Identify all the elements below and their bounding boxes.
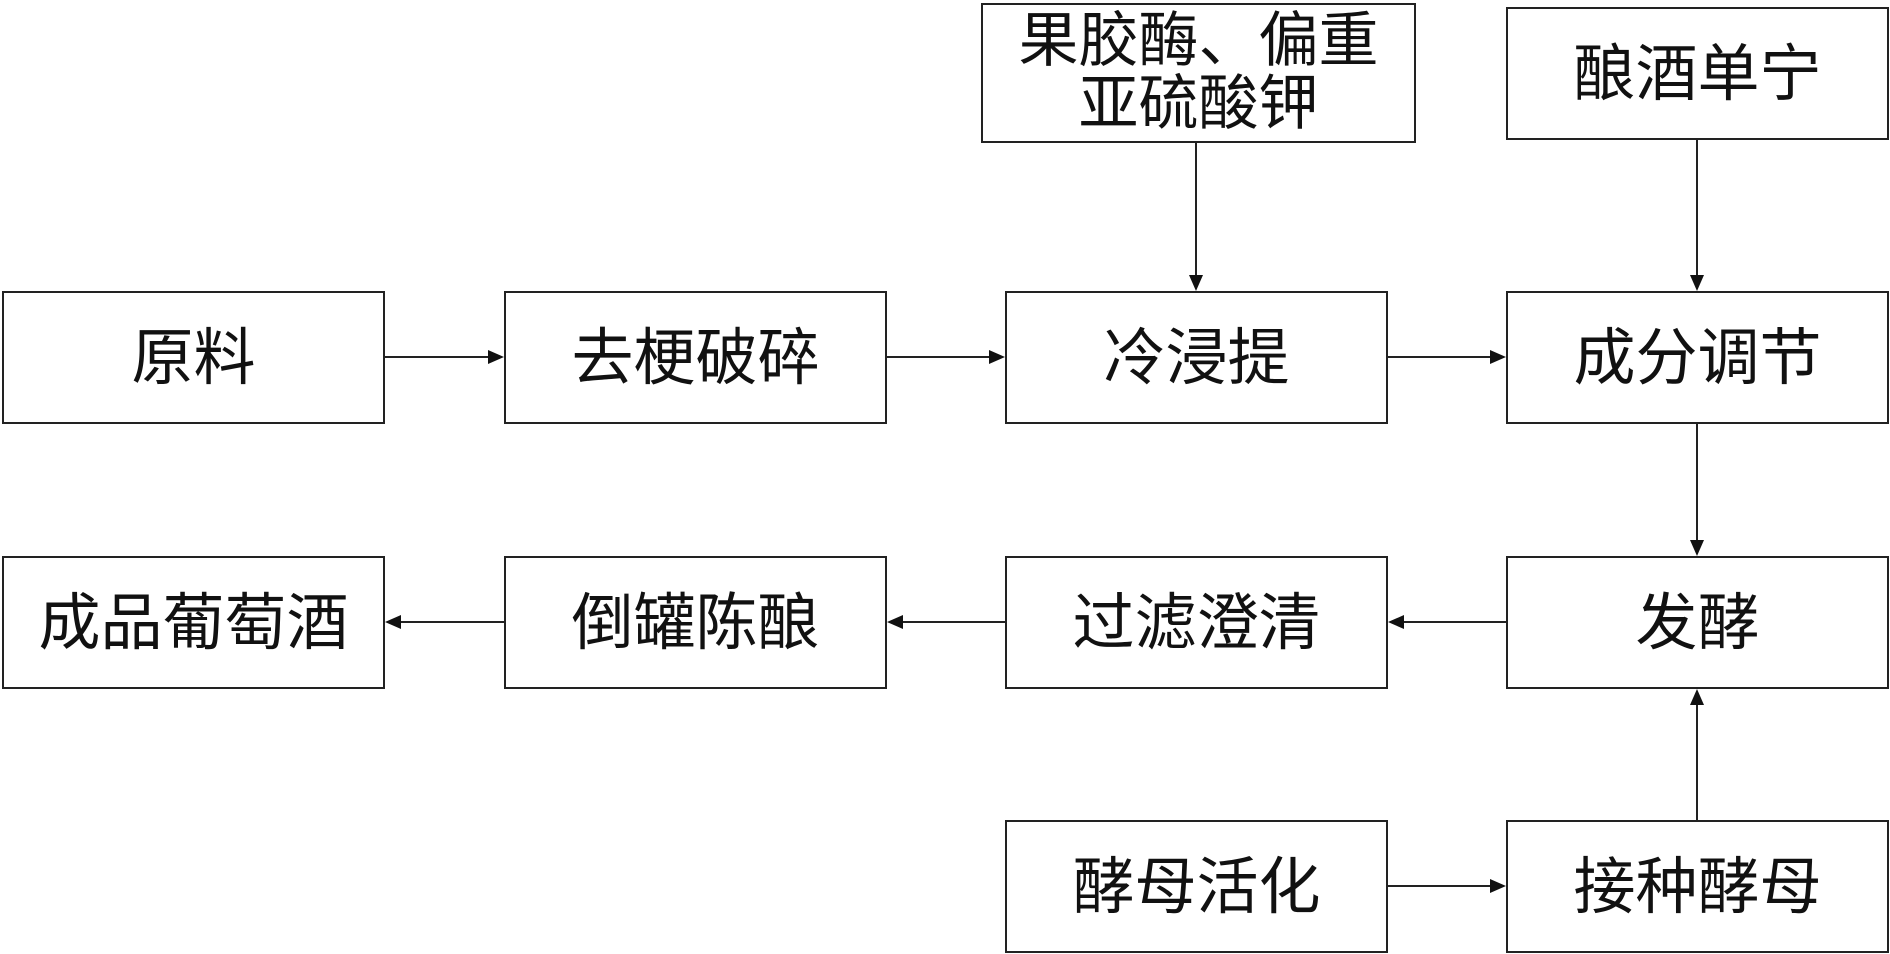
edge-rack-to-finished [385,615,504,629]
edge-tannin-to-adjust [1690,140,1704,291]
node-tannin: 酿酒单宁 [1506,7,1889,140]
node-ferment: 发酵 [1506,556,1889,689]
edge-pectinase-to-coldsoak [1189,143,1203,291]
node-finished-wine: 成品葡萄酒 [2,556,385,689]
edge-yeast-to-inoculate [1388,879,1506,893]
node-filter-clarify: 过滤澄清 [1005,556,1388,689]
node-rack-age: 倒罐陈酿 [504,556,887,689]
node-destem-crush: 去梗破碎 [504,291,887,424]
node-inoculate: 接种酵母 [1506,820,1889,953]
edge-coldsoak-to-adjust [1388,350,1506,364]
edge-adjust-to-ferment [1690,424,1704,556]
node-pectinase: 果胶酶、偏重亚硫酸钾 [981,3,1416,143]
node-adjust: 成分调节 [1506,291,1889,424]
edge-destem-to-coldsoak [887,350,1005,364]
edge-filter-to-rack [887,615,1005,629]
edge-inoculate-to-ferment [1690,689,1704,820]
node-yeast-activate: 酵母活化 [1005,820,1388,953]
edge-ferment-to-filter [1388,615,1506,629]
edge-raw-to-destem [385,350,504,364]
node-raw-material: 原料 [2,291,385,424]
node-cold-soak: 冷浸提 [1005,291,1388,424]
